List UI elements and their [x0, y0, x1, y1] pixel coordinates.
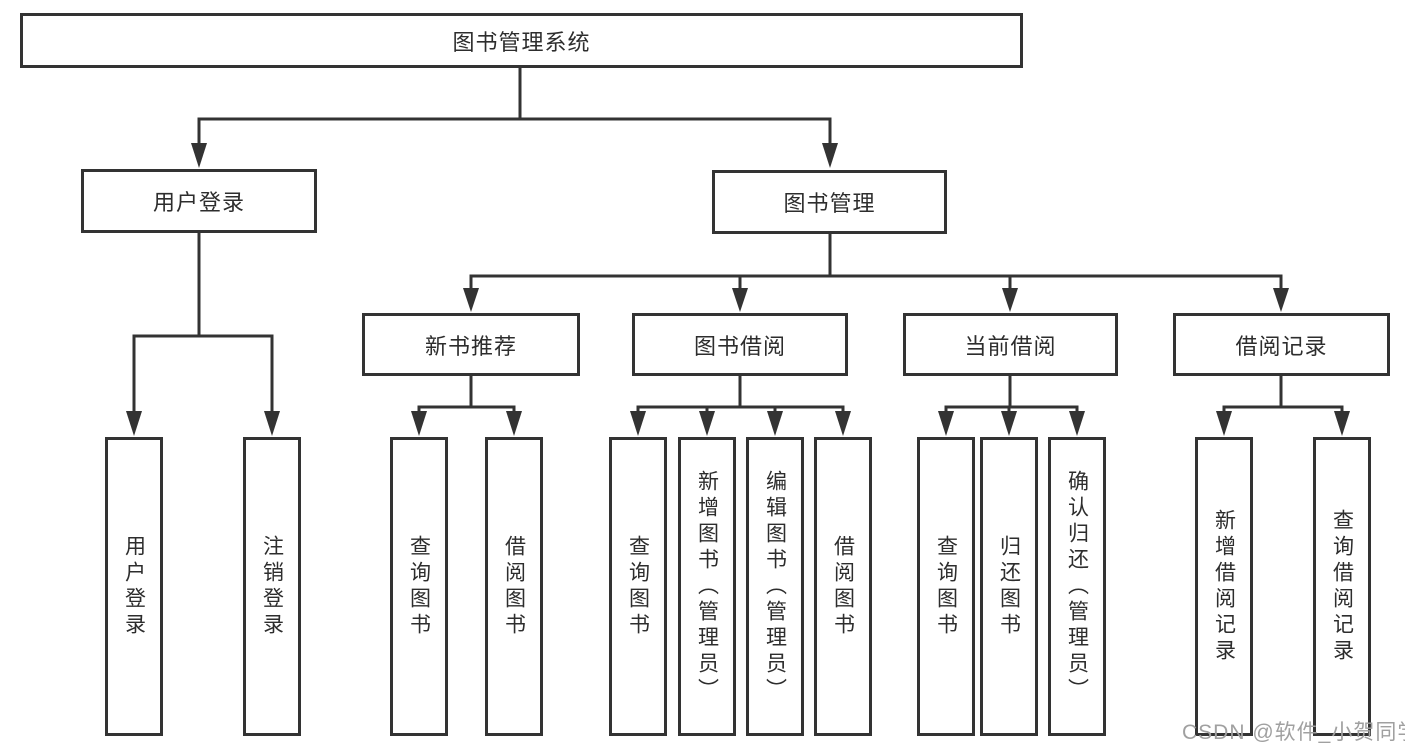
node-book-management: 图书管理	[712, 170, 947, 234]
leaf-borrow-books: 借阅图书	[814, 437, 872, 736]
csdn-watermark: CSDN @软件_小贺同学	[1182, 721, 1405, 744]
node-label: 用户登录	[152, 190, 245, 215]
node-library-management-system: 图书管理系统	[20, 13, 1023, 68]
node-label: 借阅记录	[1235, 333, 1328, 359]
leaf-logout: 注销登录	[243, 437, 301, 736]
node-label: 图书借阅	[693, 333, 786, 359]
node-book-borrowing: 图书借阅	[632, 313, 848, 376]
node-user-login: 用户登录	[81, 169, 317, 233]
leaf-label: 注销登录	[260, 534, 284, 639]
leaf-confirm-return-admin: 确认归还（管理员）	[1048, 437, 1106, 736]
leaf-return-books: 归还图书	[980, 437, 1038, 736]
leaf-label: 查询借阅记录	[1330, 508, 1354, 665]
leaf-label: 查询图书	[934, 534, 958, 639]
leaf-label: 用户登录	[122, 534, 146, 639]
node-label: 当前借阅	[964, 333, 1057, 359]
leaf-query-borrow-record: 查询借阅记录	[1313, 437, 1371, 736]
leaf-query-books-recommend: 查询图书	[390, 437, 448, 736]
leaf-label: 借阅图书	[502, 534, 526, 639]
leaf-label: 查询图书	[407, 534, 431, 639]
leaf-query-books-current: 查询图书	[917, 437, 975, 736]
leaf-label: 确认归还（管理员）	[1065, 469, 1089, 704]
leaf-user-login: 用户登录	[105, 437, 163, 736]
leaf-add-borrow-record: 新增借阅记录	[1195, 437, 1253, 736]
leaf-edit-books-admin: 编辑图书（管理员）	[746, 437, 804, 736]
node-label: 图书管理系统	[452, 29, 591, 55]
leaf-label: 查询图书	[626, 534, 650, 639]
node-borrowing-records: 借阅记录	[1173, 313, 1390, 376]
leaf-query-books-borrowing: 查询图书	[609, 437, 667, 736]
node-label: 新书推荐	[424, 333, 517, 359]
leaf-label: 新增图书（管理员）	[695, 469, 719, 704]
leaf-label: 新增借阅记录	[1212, 508, 1236, 665]
leaf-label: 编辑图书（管理员）	[763, 469, 787, 704]
leaf-label: 归还图书	[997, 534, 1021, 639]
leaf-label: 借阅图书	[831, 534, 855, 639]
node-label: 图书管理	[783, 191, 876, 216]
leaf-add-books-admin: 新增图书（管理员）	[678, 437, 736, 736]
leaf-borrow-books-recommend: 借阅图书	[485, 437, 543, 736]
node-new-book-recommendation: 新书推荐	[362, 313, 580, 376]
node-current-borrowing: 当前借阅	[903, 313, 1118, 376]
